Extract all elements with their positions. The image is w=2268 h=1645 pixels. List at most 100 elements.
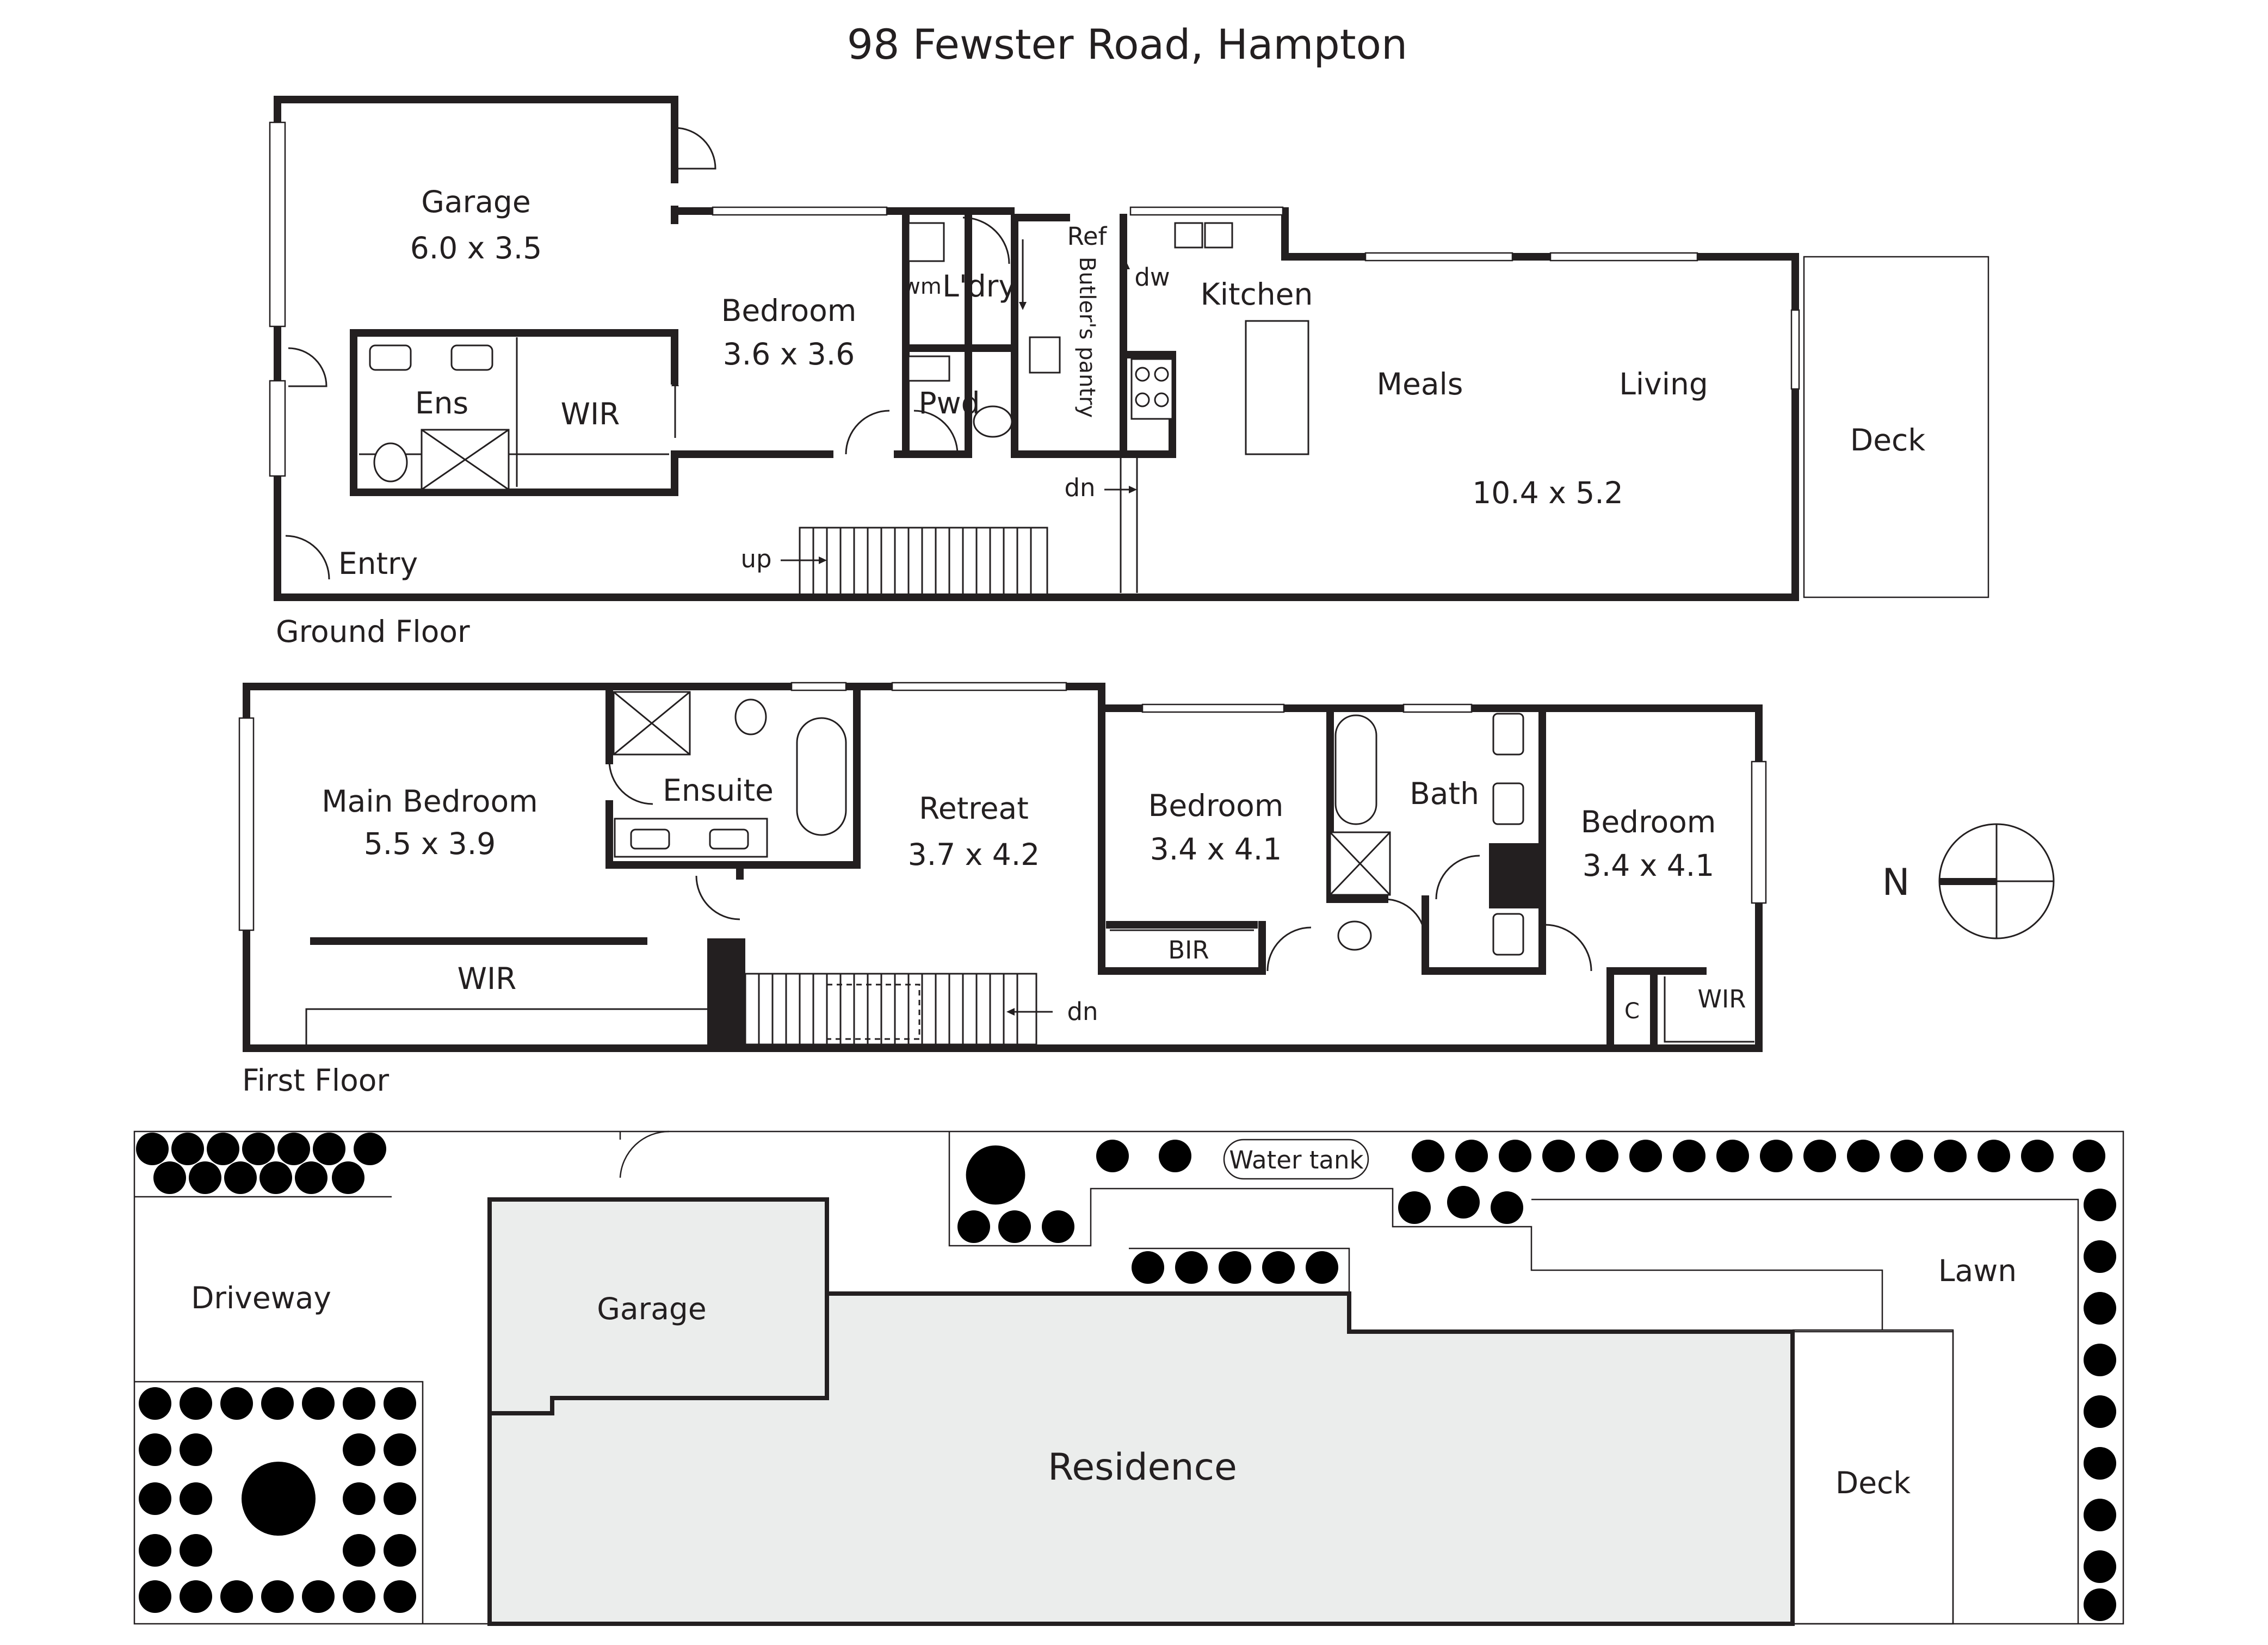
retreat-size: 3.7 x 4.2 — [908, 837, 1040, 872]
site-plan: Driveway Garage Residence Water tank Law… — [133, 1130, 2124, 1626]
front-garden-shrubs — [139, 1387, 416, 1613]
main-bedroom-label: Main Bedroom — [322, 784, 538, 819]
bedroom-3-size: 3.4 x 4.1 — [1583, 848, 1714, 883]
retreat-door — [695, 875, 740, 920]
pwd-door — [913, 410, 959, 455]
bath-shower-cross — [1329, 831, 1391, 896]
bath-basin-1 — [1492, 713, 1524, 756]
wir-hanging-rail — [310, 937, 647, 945]
driveway-label: Driveway — [191, 1281, 331, 1315]
retreat-label: Retreat — [919, 791, 1029, 826]
site-garage-door — [619, 1130, 670, 1178]
first-floor-label: First Floor — [242, 1063, 389, 1098]
bath-toilet — [1337, 920, 1372, 951]
laundry-pantry-walls — [902, 214, 1176, 458]
compass-north-label: N — [1882, 861, 1910, 904]
deck-outline — [1803, 256, 1989, 598]
first-floor-outer-wall — [243, 683, 1763, 1052]
kitchen-label: Kitchen — [1201, 277, 1313, 312]
ens-label: Ens — [415, 386, 468, 420]
compass-needle — [1939, 878, 1997, 885]
bath-basin-2 — [1492, 782, 1524, 825]
ground-stairs — [799, 527, 1048, 597]
bath-tub — [1334, 714, 1377, 825]
butlers-pantry-label: Butler's pantry — [1074, 257, 1099, 418]
site-residence-building — [487, 1291, 1795, 1626]
meals-window — [1364, 252, 1513, 262]
stair-wall-block — [707, 938, 745, 1047]
kitchen-window — [1129, 206, 1284, 216]
residence-label: Residence — [1048, 1446, 1237, 1489]
kitchen-sink-1 — [1174, 222, 1203, 249]
bath-basin-3 — [1492, 913, 1524, 956]
ff-wir-label: WIR — [458, 961, 517, 996]
wm-label: wm — [903, 274, 942, 299]
deck-label: Deck — [1850, 423, 1925, 457]
meals-label: Meals — [1377, 367, 1463, 401]
main-bedroom-window — [238, 717, 255, 931]
main-bedroom-size: 5.5 x 3.9 — [364, 826, 496, 861]
water-tank-label: Water tank — [1229, 1146, 1363, 1174]
laundry-label: L'dry — [942, 269, 1016, 304]
ensuite-toilet — [734, 698, 767, 735]
living-window — [1549, 252, 1698, 262]
kitchen-stove-wall — [1125, 351, 1176, 458]
dn-label: dn — [1064, 473, 1095, 502]
ff-dn-label: dn — [1067, 997, 1098, 1026]
burner — [1154, 367, 1169, 382]
kitchen-island — [1245, 320, 1309, 455]
wir-shelf — [305, 1008, 707, 1044]
ground-floor-outer-wall — [274, 96, 1799, 601]
ensuite-basin-1 — [630, 828, 670, 850]
ensuite-walls — [605, 683, 861, 869]
garage-side-door — [674, 127, 716, 170]
bir-label: BIR — [1168, 936, 1209, 964]
dw-arrowhead — [1122, 261, 1130, 269]
up-label: up — [740, 545, 771, 573]
site-paths — [134, 1131, 2079, 1624]
living-east-window — [1790, 309, 1800, 390]
bedroom-window — [712, 206, 888, 216]
bedroom-2-window — [1141, 703, 1285, 713]
pwd-toilet — [973, 405, 1013, 438]
ensuite-door — [608, 760, 653, 805]
living-size: 10.4 x 5.2 — [1472, 475, 1623, 510]
bedroom-3-door — [1544, 924, 1592, 972]
pwd-label: Pwd — [918, 386, 980, 420]
cupboard-walls — [1606, 967, 1707, 1052]
ensuite-label: Ensuite — [663, 773, 774, 808]
ensuite-basin-2 — [709, 828, 749, 850]
compass: N — [1882, 823, 2055, 939]
cooktop — [1130, 358, 1173, 420]
site-deck — [1791, 1331, 1954, 1625]
front-garden-outline — [134, 1381, 424, 1624]
garage-internal-door — [288, 347, 327, 387]
garage-door — [269, 121, 286, 327]
laundry-door — [962, 217, 1010, 264]
bedroom-3-window — [1751, 760, 1767, 904]
entry-window — [269, 380, 286, 477]
ff-dn-arrowhead — [1006, 1008, 1015, 1016]
bedroom-2-door — [1266, 926, 1312, 972]
ensuite-wir-walls — [350, 329, 678, 496]
kitchen-sink-2 — [1204, 222, 1233, 249]
wir-label: WIR — [561, 397, 620, 431]
ground-floor: Garage 6.0 x 3.5 Bedroom 3.6 x 3.6 Ens W… — [269, 96, 1989, 649]
bedroom-south-wall — [671, 214, 972, 458]
bath-door — [1435, 855, 1480, 900]
site-boundary — [133, 1130, 2124, 1625]
dn-arrowhead — [1129, 486, 1137, 493]
living-label: Living — [1619, 367, 1708, 401]
ens-vanity-basin-1 — [369, 344, 412, 371]
first-stairs — [744, 973, 1037, 1046]
up-arrowhead — [819, 556, 827, 564]
ref-arrowhead — [1019, 302, 1027, 310]
laundry-tub — [907, 222, 945, 262]
bath-wall-block — [1489, 843, 1542, 908]
burner — [1135, 392, 1150, 407]
first-floor: Main Bedroom 5.5 x 3.9 Ensuite WIR Retre… — [238, 682, 1767, 1098]
bedroom-2-size: 3.4 x 4.1 — [1150, 832, 1282, 867]
burner — [1154, 392, 1169, 407]
bedroom-label: Bedroom — [721, 293, 857, 328]
